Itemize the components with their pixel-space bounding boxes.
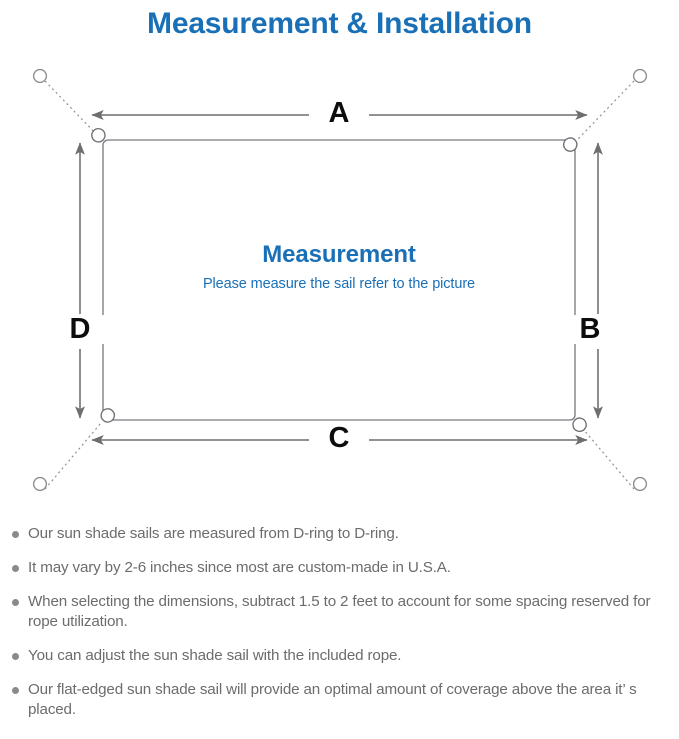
list-item: Our flat-edged sun shade sail will provi…	[0, 680, 679, 720]
d-ring-bottom-left	[100, 408, 115, 423]
notes-list: Our sun shade sails are measured from D-…	[0, 524, 679, 734]
rope-top-right	[577, 80, 635, 140]
dimension-label-a: A	[309, 99, 369, 128]
list-item-text: It may vary by 2-6 inches since most are…	[28, 559, 451, 576]
rope-top-left	[44, 80, 102, 140]
anchor-point-bottom-right	[632, 476, 648, 492]
dimension-label-c: C	[309, 424, 369, 453]
d-ring-top-left	[91, 128, 106, 143]
list-item-text: You can adjust the sun shade sail with t…	[28, 647, 402, 664]
anchor-point-bottom-left	[32, 476, 48, 492]
sail-outline	[102, 139, 576, 421]
bullet-icon	[12, 565, 19, 572]
anchor-point-rings	[32, 68, 648, 492]
d-ring-top-right	[563, 137, 578, 152]
list-item: You can adjust the sun shade sail with t…	[0, 646, 679, 666]
diagram-canvas	[32, 68, 648, 492]
list-item-text: Our sun shade sails are measured from D-…	[28, 525, 399, 542]
dimension-label-b: B	[565, 315, 615, 344]
dimension-arrows	[75, 110, 603, 445]
d-ring-bottom-right	[572, 417, 587, 432]
list-item-text: When selecting the dimensions, subtract …	[28, 593, 651, 630]
bullet-icon	[12, 687, 19, 694]
anchor-ropes	[44, 80, 635, 490]
sail-center-label-group: Measurement Please measure the sail refe…	[103, 240, 575, 295]
page-title: Measurement & Installation	[147, 7, 532, 40]
rope-bottom-right	[577, 422, 635, 490]
anchor-point-top-left	[32, 68, 48, 84]
list-item: Our sun shade sails are measured from D-…	[0, 524, 679, 544]
bullet-icon	[12, 599, 19, 606]
list-item: It may vary by 2-6 inches since most are…	[0, 558, 679, 578]
rope-bottom-left	[44, 422, 102, 490]
anchor-point-top-right	[632, 68, 648, 84]
d-rings	[91, 128, 587, 432]
list-item: When selecting the dimensions, subtract …	[0, 592, 679, 632]
list-item-text: Our flat-edged sun shade sail will provi…	[28, 681, 637, 718]
sail-measurement-diagram: A B C D Measurement Please measure the s…	[0, 52, 679, 522]
bullet-icon	[12, 653, 19, 660]
sail-center-heading: Measurement	[262, 241, 416, 268]
bullet-icon	[12, 531, 19, 538]
sail-center-subheading: Please measure the sail refer to the pic…	[202, 276, 476, 292]
dimension-label-d: D	[55, 315, 105, 344]
